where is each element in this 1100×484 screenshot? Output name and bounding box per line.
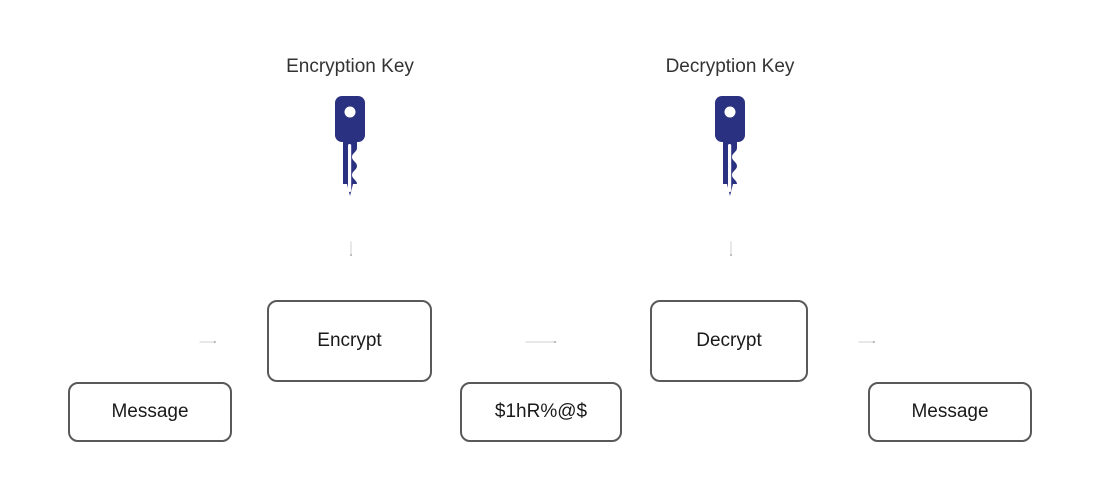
decryption-key-arrow xyxy=(730,241,732,257)
ciphertext-flow-arrow xyxy=(525,341,557,343)
plaintext-input-arrow xyxy=(199,341,217,343)
plaintext-input-label: Message xyxy=(111,401,189,422)
plaintext-output-label: Message xyxy=(911,401,989,422)
ciphertext-label: $1hR%@$ xyxy=(494,401,588,422)
encryption-key-arrow xyxy=(350,241,352,257)
plaintext-output-box[interactable]: Message xyxy=(868,382,1032,442)
decryption-key-label: Decryption Key xyxy=(665,56,795,77)
plaintext-input-box[interactable]: Message xyxy=(68,382,232,442)
decrypt-label: Decrypt xyxy=(696,330,762,351)
decrypt-process-box[interactable]: Decrypt xyxy=(650,300,808,382)
decryption-key-icon xyxy=(707,96,753,205)
encryption-key-label: Encryption Key xyxy=(286,56,414,77)
encryption-key-icon xyxy=(327,96,373,205)
encrypt-process-box[interactable]: Encrypt xyxy=(267,300,432,382)
encrypt-label: Encrypt xyxy=(317,330,382,351)
ciphertext-box[interactable]: $1hR%@$ xyxy=(460,382,622,442)
plaintext-output-arrow xyxy=(858,341,876,343)
